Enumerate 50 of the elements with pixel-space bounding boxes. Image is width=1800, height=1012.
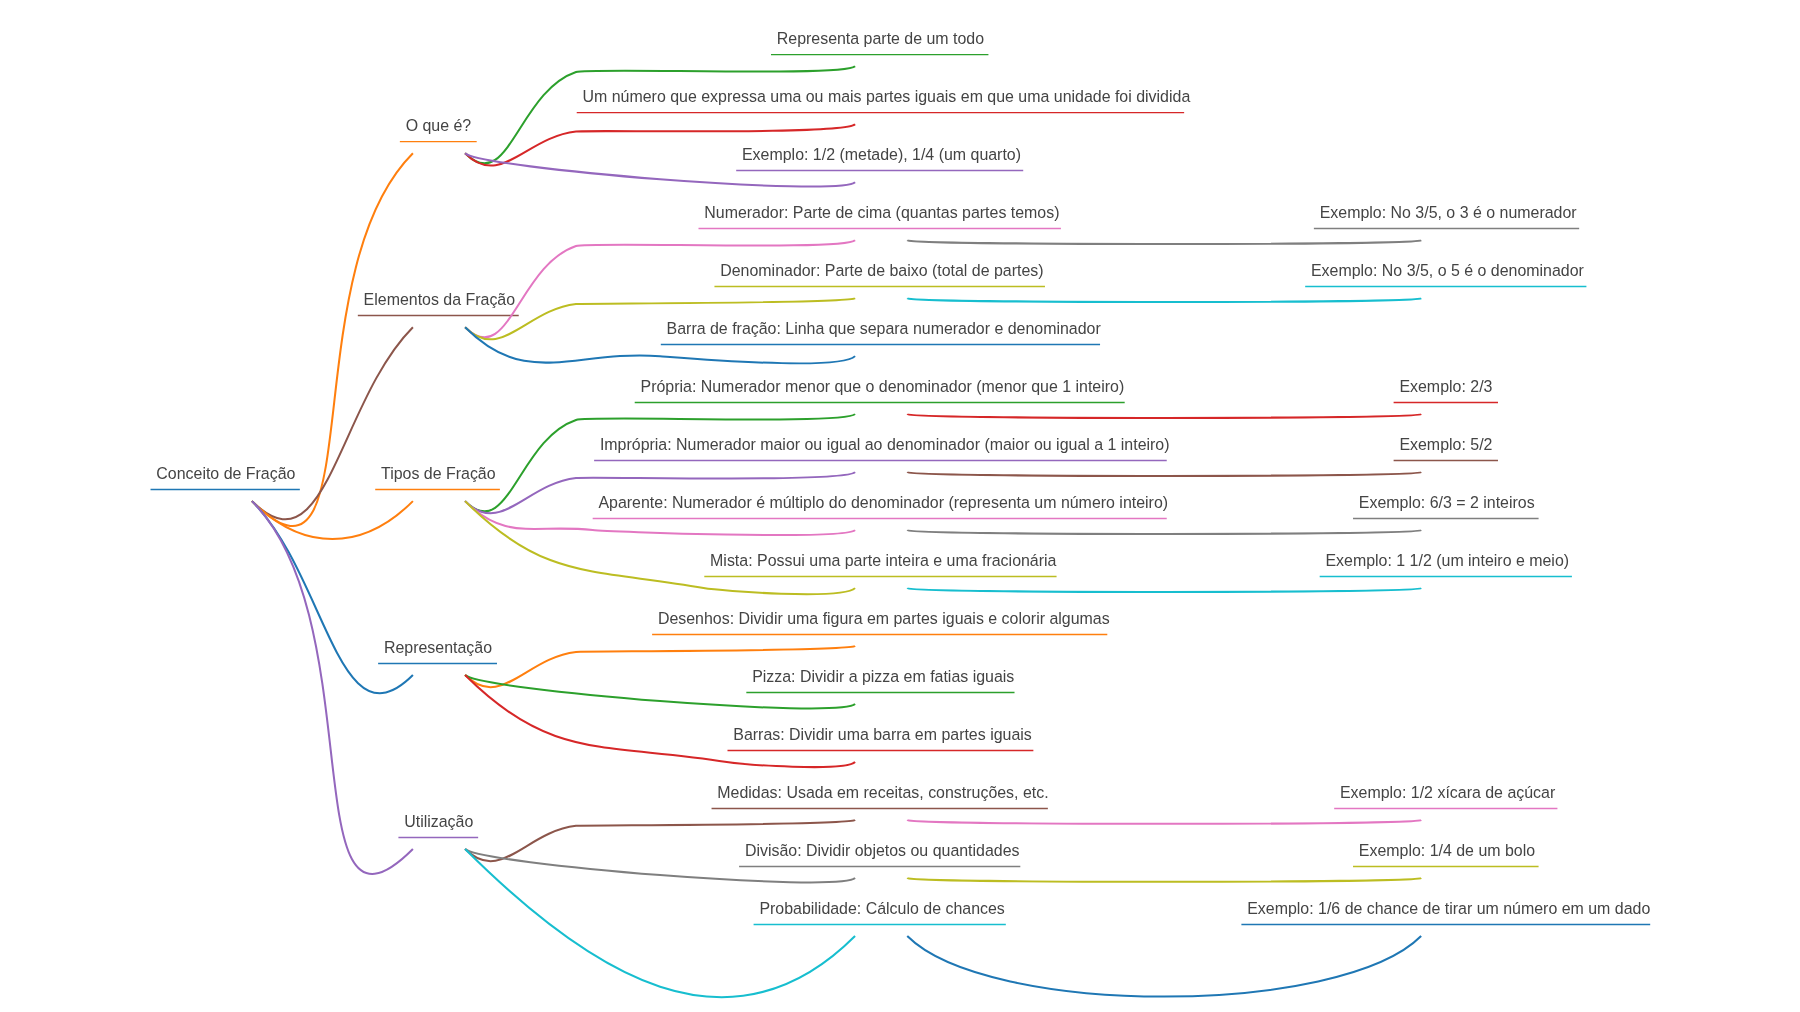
node-text: Um número que expressa uma ou mais partes iguais em que uma unidade foi dividida (582, 88, 1191, 106)
node-text: Medidas: Usada em receitas, construções, etc. (717, 784, 1049, 802)
node-text: Exemplo: 1 1/2 (um inteiro e meio) (1325, 552, 1570, 570)
node-text: Exemplo: No 3/5, o 3 é o numerador (1319, 204, 1577, 222)
node-text: Representa parte de um todo (776, 30, 985, 48)
node-text: Própria: Numerador menor que o denominador (menor que 1 inteiro) (640, 378, 1125, 396)
node-text: Barra de fração: Linha que separa numerador e denominador (666, 320, 1101, 338)
node-text: Representação (383, 639, 493, 657)
connector (907, 877, 1422, 883)
node-text: Exemplo: 1/6 de chance de tirar um número em um dado (1247, 899, 1651, 917)
node-text: Exemplo: 1/2 (metade), 1/4 (um quarto) (741, 146, 1022, 164)
connector (464, 848, 856, 999)
connector (907, 819, 1422, 825)
node-text: Denominador: Parte de baixo (total de partes) (720, 262, 1044, 280)
connector (464, 123, 856, 167)
connector (907, 587, 1422, 593)
connector (251, 500, 414, 875)
node-text: Mista: Possui uma parte inteira e uma fracionária (710, 552, 1057, 570)
node-text: Imprópria: Numerador maior ou igual ao denominador (maior ou igual a 1 inteiro) (599, 436, 1170, 454)
connector (464, 65, 856, 165)
node-text: O que é? (405, 117, 472, 135)
node-text: Barras: Dividir uma barra em partes iguais (733, 726, 1032, 744)
node-text: Exemplo: No 3/5, o 5 é o denominador (1310, 262, 1584, 280)
node-text: Conceito de Fração (156, 465, 296, 483)
connector (907, 413, 1422, 419)
node-text: Aparente: Numerador é múltiplo do denominador (representa um número inteiro) (598, 494, 1169, 512)
node-text: Numerador: Parte de cima (quantas partes temos) (704, 204, 1060, 222)
connector (907, 297, 1422, 303)
node-text: Pizza: Dividir a pizza em fatias iguais (752, 668, 1015, 686)
connector (464, 848, 856, 884)
node-text: Tipos de Fração (381, 465, 496, 483)
connector (906, 935, 1422, 998)
node-text: Exemplo: 5/2 (1399, 436, 1493, 454)
node-text: Divisão: Dividir objetos ou quantidades (744, 842, 1020, 859)
connector (907, 471, 1422, 477)
node-text: Utilização (404, 813, 474, 831)
connector (464, 152, 856, 188)
node-text: Elementos da Fração (363, 291, 516, 309)
connector (464, 500, 856, 596)
node-text: Probabilidade: Cálculo de chances (759, 899, 1005, 917)
node-text: Exemplo: 2/3 (1399, 378, 1493, 396)
connector (464, 326, 856, 365)
node-text: Desenhos: Dividir uma figura em partes iguais e colorir algumas (657, 610, 1110, 628)
node-text: Exemplo: 1/4 de um bolo (1358, 842, 1536, 859)
connector (464, 674, 856, 769)
connector (907, 239, 1422, 245)
connector (907, 529, 1422, 535)
node-text: Exemplo: 6/3 = 2 inteiros (1358, 494, 1535, 512)
connector (464, 674, 856, 710)
node-text: Exemplo: 1/2 xícara de açúcar (1339, 784, 1556, 802)
